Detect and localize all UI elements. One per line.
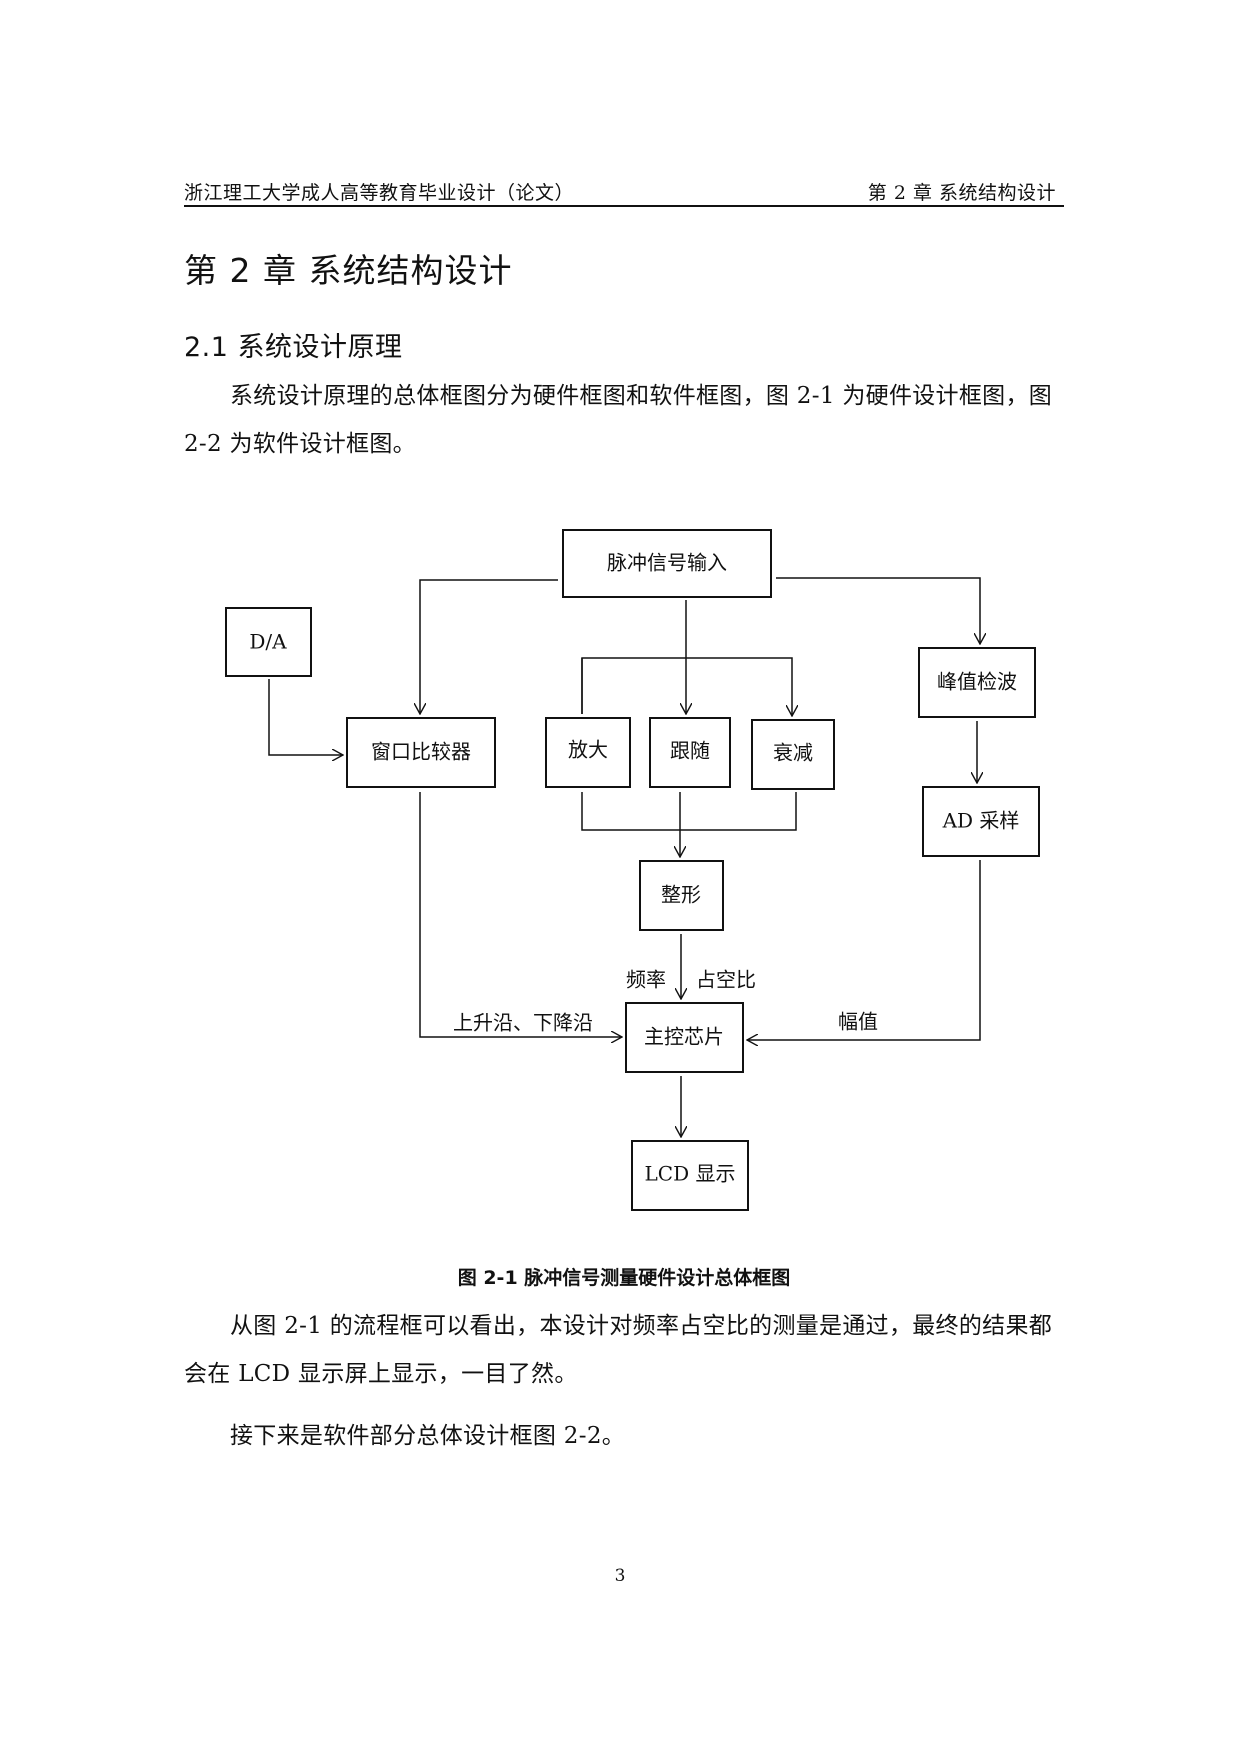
node-ad-sample: AD 采样 bbox=[942, 809, 1020, 833]
node-follow: 跟随 bbox=[670, 739, 710, 763]
node-input: 脉冲信号输入 bbox=[607, 551, 727, 575]
edge-merge-bus bbox=[581, 792, 797, 831]
figure-caption: 图 2-1 脉冲信号测量硬件设计总体框图 bbox=[457, 1267, 791, 1289]
node-box-follow bbox=[649, 717, 731, 788]
chapter-title: 第 2 章 系统结构设计 bbox=[184, 251, 513, 290]
node-peak-detect: 峰值检波 bbox=[937, 670, 1017, 694]
node-box-input bbox=[562, 529, 772, 598]
node-box-amplify bbox=[545, 717, 631, 788]
node-box-lcd bbox=[631, 1140, 749, 1211]
node-lcd: LCD 显示 bbox=[645, 1162, 736, 1186]
page-number: 3 bbox=[614, 1566, 626, 1586]
node-window-comparator: 窗口比较器 bbox=[371, 740, 471, 764]
edge-input-to-window bbox=[420, 579, 558, 714]
node-da: D/A bbox=[249, 630, 287, 654]
analysis-paragraph: 从图 2-1 的流程框可以看出，本设计对频率占空比的测量是通过，最终的结果都会在… bbox=[184, 1313, 1053, 1387]
edge-label-amplitude: 幅值 bbox=[838, 1010, 878, 1034]
node-box-attenuate bbox=[751, 719, 835, 790]
node-amplify: 放大 bbox=[568, 738, 608, 762]
running-header-right: 第 2 章 系统结构设计 bbox=[867, 182, 1056, 204]
transition-paragraph: 接下来是软件部分总体设计框图 2-2。 bbox=[230, 1423, 626, 1449]
node-box-main-chip bbox=[625, 1002, 744, 1073]
edge-ad-to-main bbox=[747, 860, 981, 1040]
edge-branch-bus bbox=[581, 657, 792, 716]
edge-label-duty-cycle: 占空比 bbox=[696, 968, 756, 992]
edge-label-edges: 上升沿、下降沿 bbox=[453, 1011, 593, 1035]
node-box-da bbox=[225, 607, 312, 677]
edge-window-to-main bbox=[419, 792, 622, 1037]
edge-input-to-peak bbox=[776, 577, 980, 644]
node-main-chip: 主控芯片 bbox=[644, 1025, 724, 1049]
node-box-window-comparator bbox=[346, 717, 496, 788]
header-rule bbox=[184, 205, 1064, 207]
node-box-ad-sample bbox=[922, 786, 1040, 857]
node-shaping: 整形 bbox=[661, 883, 701, 907]
node-attenuate: 衰减 bbox=[773, 741, 813, 765]
running-header-left: 浙江理工大学成人高等教育毕业设计（论文） bbox=[184, 182, 575, 204]
edge-label-frequency: 频率 bbox=[626, 968, 666, 992]
edge-da-to-window bbox=[268, 679, 343, 755]
section-title: 2.1 系统设计原理 bbox=[184, 332, 403, 363]
node-box-shaping bbox=[639, 860, 724, 931]
node-box-peak-detect bbox=[918, 647, 1036, 718]
intro-paragraph: 系统设计原理的总体框图分为硬件框图和软件框图，图 2-1 为硬件设计框图，图 2… bbox=[184, 383, 1053, 457]
